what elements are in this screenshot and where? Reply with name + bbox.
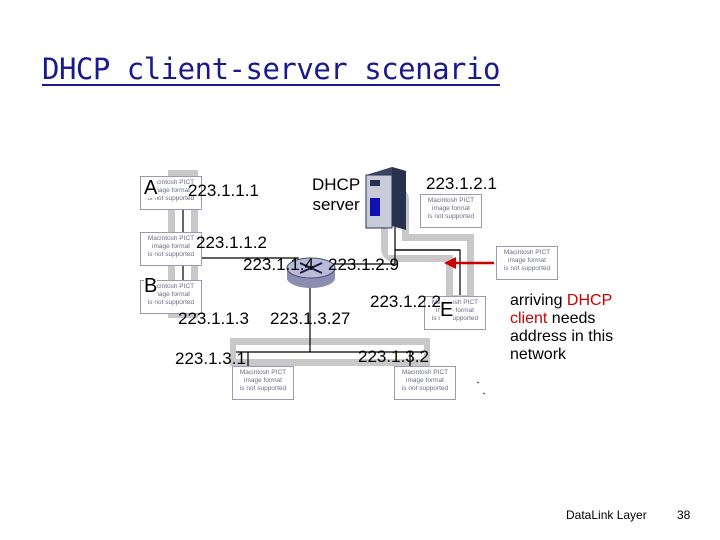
host-b-label: B bbox=[144, 275, 158, 297]
arriving-client-note: arriving DHCP client needs address in th… bbox=[510, 292, 638, 364]
addr-router-1: 223.1.1.4 bbox=[243, 255, 314, 274]
note-rest: needs address in this network bbox=[510, 310, 614, 363]
addr-host-c: 223.1.3.1 bbox=[175, 349, 246, 368]
footer-course: DataLink Layer bbox=[566, 508, 647, 522]
server-label: DHCP server bbox=[312, 175, 361, 214]
server-icon bbox=[365, 167, 406, 230]
addr-server: 223.1.2.1 bbox=[426, 174, 497, 193]
addr-router-2: 223.1.2.9 bbox=[328, 255, 399, 274]
arrival-arrow bbox=[444, 257, 494, 269]
host-a-label: A bbox=[144, 177, 158, 199]
note-dhcp-client: DHCP client bbox=[510, 292, 612, 327]
footer-page-number: 38 bbox=[677, 508, 691, 522]
addr-host-a2: 223.1.1.2 bbox=[196, 233, 267, 252]
addr-host-e: 223.1.2.2 bbox=[370, 292, 441, 311]
addr-host-b: 223.1.1.3 bbox=[178, 309, 249, 328]
stray-marks bbox=[476, 381, 486, 395]
router-icon bbox=[286, 257, 336, 288]
addr-router-3: 223.1.3.27 bbox=[270, 309, 351, 328]
addr-host-d: 223.1.3.2 bbox=[358, 347, 429, 366]
slide-title: DHCP client-server scenario bbox=[42, 52, 500, 86]
host-e-label: E bbox=[440, 299, 454, 321]
note-arriving: arriving bbox=[510, 292, 567, 309]
addr-host-a: 223.1.1.1 bbox=[188, 181, 259, 200]
